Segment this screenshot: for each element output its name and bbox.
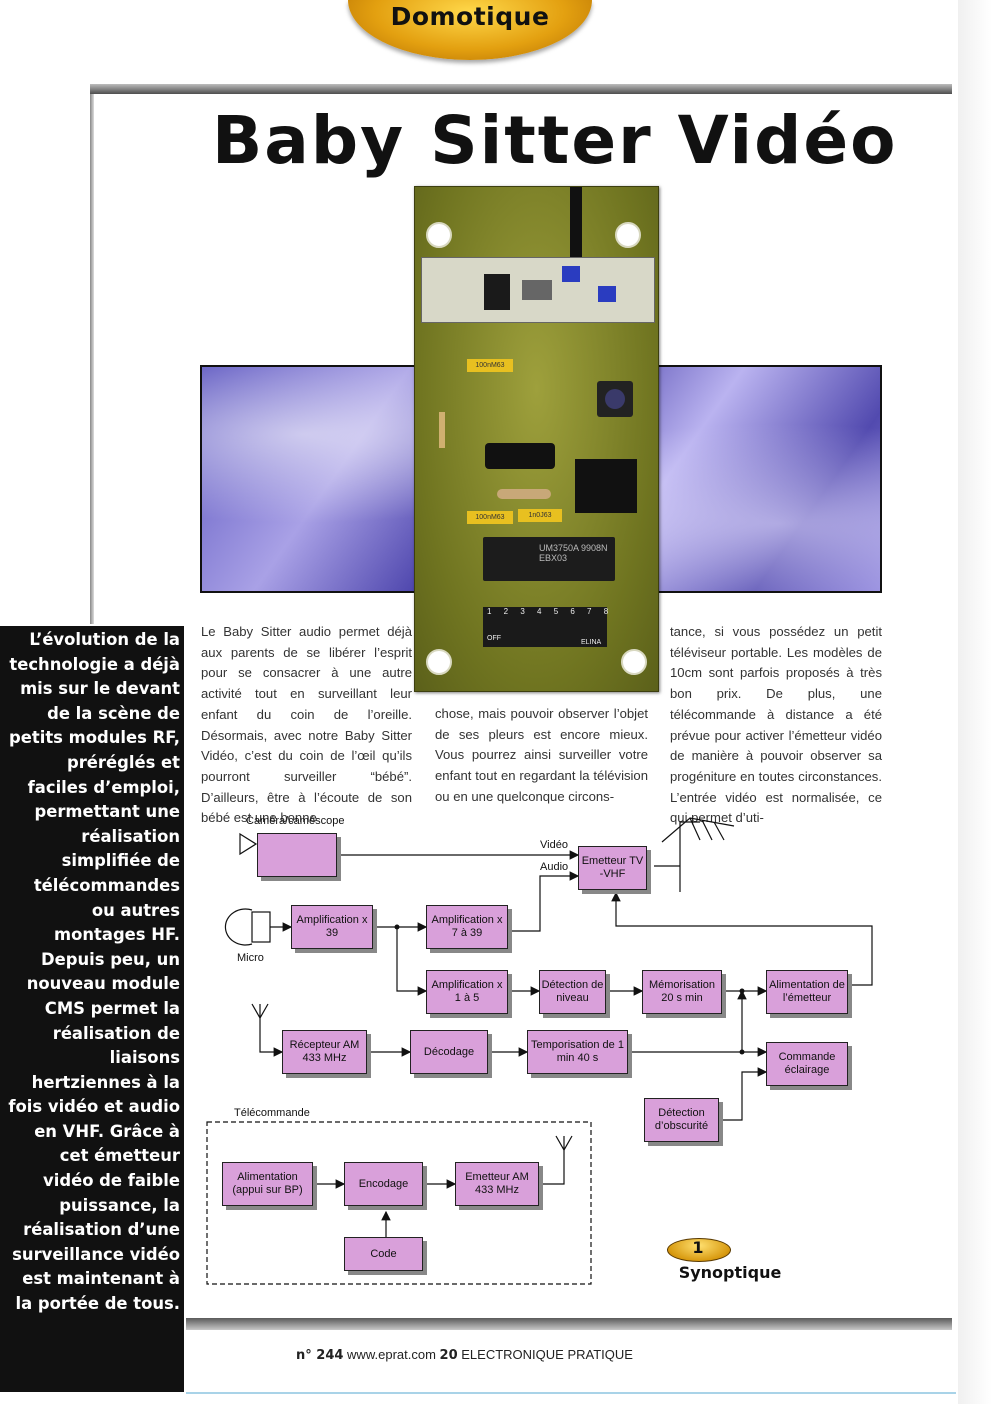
block-alim-bp: Alimentation (appui sur BP) [222, 1162, 313, 1206]
encoder-chip: UM3750A 9908N EBX03 [483, 537, 615, 581]
mounting-hole [426, 222, 452, 248]
label-audio: Audio [540, 861, 569, 873]
block-detection-obscurite: Détection d’obscurité [644, 1098, 719, 1142]
block-alim-emetteur: Alimentation de l’émetteur [766, 970, 848, 1014]
page-footer: n° 244 www.eprat.com 20 ELECTRONIQUE PRA… [296, 1347, 633, 1363]
bottom-blue-line [186, 1392, 956, 1394]
label-micro: Micro [237, 952, 264, 964]
label-telecommande: Télécommande [234, 1107, 310, 1119]
label-video: Vidéo [540, 839, 568, 851]
smd-parts [522, 280, 552, 300]
figure-badge [667, 1238, 731, 1262]
push-button [597, 381, 633, 417]
block-encodage: Encodage [344, 1162, 423, 1206]
category-label: Domotique [390, 2, 550, 31]
pcb-photo: 100nM63 100nM63 1n0J63 UM3750A 9908N EBX… [414, 186, 659, 692]
resistor [497, 489, 551, 499]
body-column-3: tance, si vous possédez un petit télévis… [670, 624, 882, 826]
block-decodage: Décodage [410, 1030, 488, 1074]
block-emetteur-am: Emetteur AM 433 MHz [455, 1162, 539, 1206]
block-code: Code [344, 1237, 423, 1271]
intro-text: L’évolution de la technologie a déjà mis… [8, 630, 180, 1314]
mounting-hole [621, 649, 647, 675]
block-ampli-x39: Amplification x 39 [291, 905, 373, 949]
block-commande-eclairage: Commande éclairage [766, 1042, 848, 1086]
switch-numbers: 1 2 3 4 5 6 7 8 [487, 607, 614, 616]
footer-issue: n° 244 [296, 1348, 344, 1363]
intro-sidebar [0, 626, 184, 1392]
antenna-wire [570, 187, 582, 257]
body-column-2: chose, mais pouvoir observer l’objet de … [435, 706, 648, 804]
block-ampli-7-39: Amplification x 7 à 39 [426, 905, 508, 949]
capacitor: 100nM63 [467, 359, 513, 372]
chip-marking: UM3750A 9908N EBX03 [539, 543, 608, 563]
mounting-hole [426, 649, 452, 675]
figure-number: 1 [692, 1238, 704, 1257]
label-camera: Caméra/caméscope [246, 815, 345, 827]
trimmer [562, 266, 580, 282]
dip-switch-4 [575, 459, 637, 513]
block-temporisation: Temporisation de 1 min 40 s [527, 1030, 628, 1074]
footer-page: 20 [439, 1348, 458, 1363]
block-recepteur: Récepteur AM 433 MHz [282, 1030, 367, 1074]
dip-switch-8: 1 2 3 4 5 6 7 8 OFF [483, 607, 614, 647]
block-detection-niveau: Détection de niveau [539, 970, 606, 1014]
top-divider [90, 84, 952, 94]
capacitor: 1n0J63 [518, 509, 562, 522]
footer-site: www.eprat.com [347, 1347, 436, 1362]
rf-chip [484, 274, 510, 310]
block-emetteur-tv: Emetteur TV -VHF [578, 846, 647, 890]
brand-marking: ELINA [581, 639, 602, 646]
rf-module [421, 257, 655, 323]
article-title: Baby Sitter Vidéo [212, 102, 898, 179]
diode [439, 412, 445, 448]
block-ampli-1-5: Amplification x 1 à 5 [426, 970, 508, 1014]
page-edge [958, 0, 992, 1404]
trimmer [598, 286, 616, 302]
capacitor: 100nM63 [467, 511, 513, 524]
footer-magazine: ELECTRONIQUE PRATIQUE [461, 1347, 633, 1362]
bottom-divider [186, 1318, 952, 1330]
block-memorisation: Mémorisation 20 s min [642, 970, 722, 1014]
mounting-hole [615, 222, 641, 248]
electrolytic-capacitor [485, 443, 555, 469]
camera-block [257, 833, 337, 877]
figure-caption: Synoptique [678, 1263, 782, 1282]
switch-off-label: OFF [487, 635, 501, 642]
body-column-1: Le Baby Sitter audio permet déjà aux par… [201, 624, 412, 826]
left-divider [90, 94, 94, 624]
